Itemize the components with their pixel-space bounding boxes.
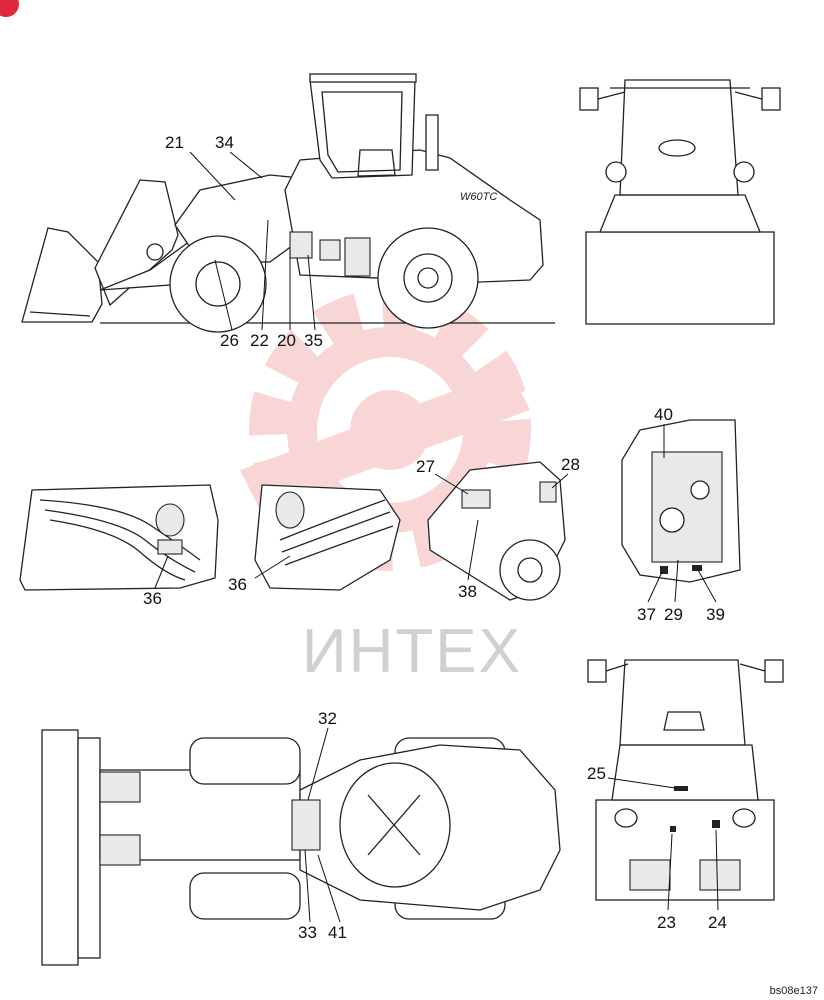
callout-33: 33 xyxy=(298,923,317,942)
callout-36b: 36 xyxy=(228,575,247,594)
rear-view: 25 23 24 xyxy=(587,659,784,932)
callout-23: 23 xyxy=(657,913,676,932)
callout-25: 25 xyxy=(587,764,606,783)
callout-40: 40 xyxy=(654,405,673,424)
front-view xyxy=(579,79,781,325)
detail-view-d: 40 37 29 39 xyxy=(621,405,741,624)
callout-24: 24 xyxy=(708,913,727,932)
watermark-text: ИНТЕХ xyxy=(302,617,522,686)
corner-badge xyxy=(0,0,19,17)
callout-34: 34 xyxy=(215,133,234,152)
callout-41: 41 xyxy=(328,923,347,942)
callout-27: 27 xyxy=(416,457,435,476)
detail-view-c: 27 28 38 xyxy=(416,455,580,601)
callout-20: 20 xyxy=(277,331,296,350)
callout-29: 29 xyxy=(664,605,683,624)
callout-28: 28 xyxy=(561,455,580,474)
callout-32: 32 xyxy=(318,709,337,728)
callout-22: 22 xyxy=(250,331,269,350)
detail-view-b: 36 xyxy=(228,484,401,594)
callout-37: 37 xyxy=(637,605,656,624)
callout-35: 35 xyxy=(304,331,323,350)
body-model-badge: W60TC xyxy=(460,191,497,203)
side-view: W60TC 21 34 26 22 20 35 xyxy=(21,73,555,350)
top-view: 32 33 41 xyxy=(41,709,561,966)
callout-26: 26 xyxy=(220,331,239,350)
callout-36a: 36 xyxy=(143,589,162,608)
callout-38: 38 xyxy=(458,582,477,601)
drawing-code: bs08e137 xyxy=(770,985,818,997)
callout-39: 39 xyxy=(706,605,725,624)
callout-21: 21 xyxy=(165,133,184,152)
detail-view-a: 36 xyxy=(19,484,219,608)
